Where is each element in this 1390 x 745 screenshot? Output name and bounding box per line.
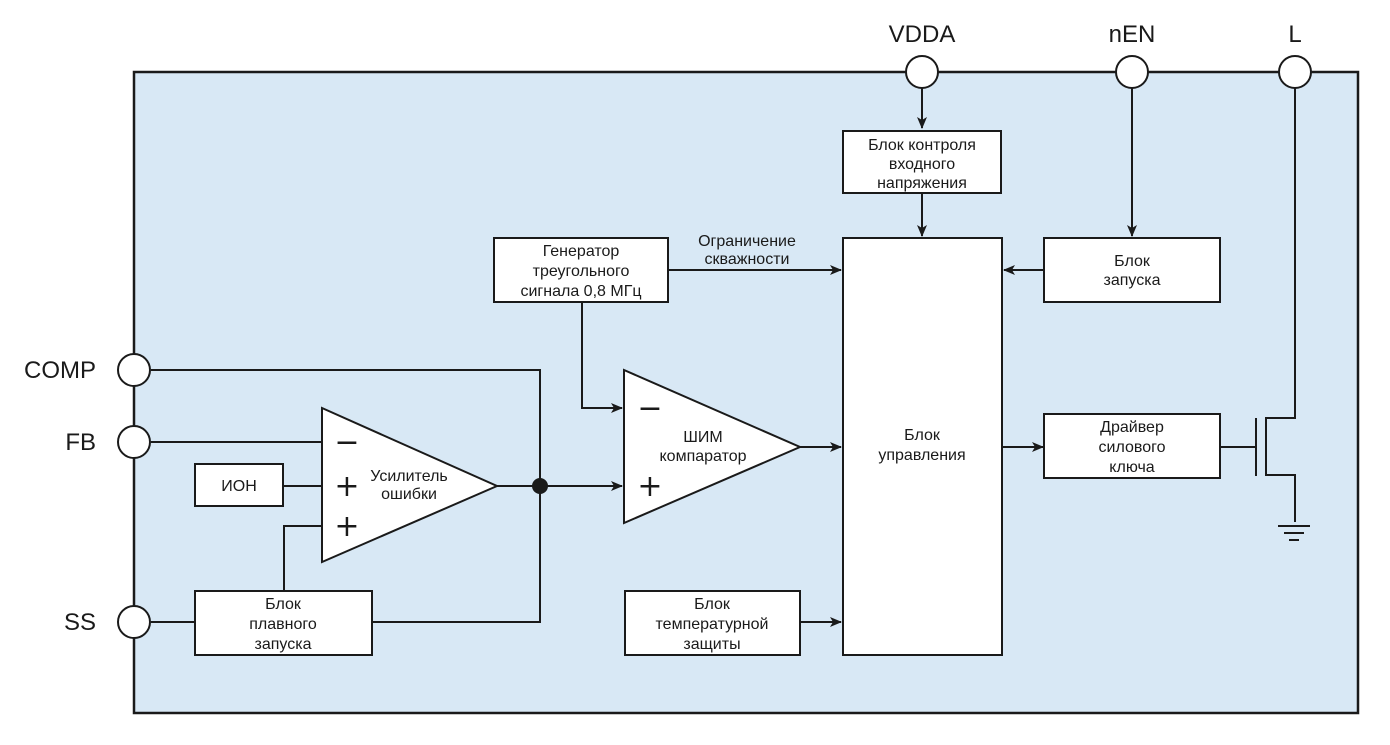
- junction-dot: [532, 478, 548, 494]
- svg-text:Блок контроля: Блок контроля: [868, 137, 976, 154]
- svg-text:компаратор: компаратор: [659, 448, 746, 465]
- block-control: Блок управления: [842, 237, 1003, 656]
- pin-l: [1278, 55, 1312, 89]
- wire-comp: [151, 369, 541, 623]
- pin-label-fb: FB: [65, 429, 96, 456]
- svg-text:напряжения: напряжения: [877, 175, 967, 192]
- svg-text:температурной: температурной: [656, 616, 769, 633]
- svg-text:ИОН: ИОН: [221, 478, 257, 495]
- pin-vdda: [905, 55, 939, 89]
- svg-text:скважности: скважности: [705, 251, 790, 268]
- svg-text:Блок: Блок: [1114, 253, 1151, 270]
- svg-text:управления: управления: [878, 447, 965, 464]
- pin-label-comp: COMP: [24, 357, 96, 384]
- wire-gen-pwm: [581, 302, 623, 413]
- plus-sign: +: [334, 509, 359, 544]
- svg-text:силового: силового: [1099, 439, 1166, 456]
- pwm-comparator: − + ШИМ компаратор: [623, 368, 803, 525]
- svg-text:ШИМ: ШИМ: [683, 429, 723, 446]
- svg-text:запуска: запуска: [255, 636, 312, 653]
- minus-sign: −: [637, 391, 662, 426]
- svg-text:Ограничение: Ограничение: [698, 233, 796, 250]
- svg-text:Генератор: Генератор: [543, 243, 620, 260]
- svg-text:ключа: ключа: [1109, 459, 1155, 476]
- svg-text:Блок: Блок: [904, 427, 941, 444]
- svg-text:входного: входного: [889, 156, 955, 173]
- svg-text:ошибки: ошибки: [381, 486, 437, 503]
- block-soft-start: Блок плавного запуска: [194, 590, 373, 656]
- wire-l-switch: [1265, 88, 1296, 522]
- pin-nen: [1115, 55, 1149, 89]
- wire-softstart-amp: [283, 525, 322, 590]
- pin-label-l: L: [1288, 21, 1301, 48]
- block-startup: Блок запуска: [1043, 237, 1221, 303]
- svg-text:Усилитель: Усилитель: [370, 468, 448, 485]
- block-input-monitor: Блок контроля входного напряжения: [842, 130, 1002, 194]
- pin-label-ss: SS: [64, 609, 96, 636]
- pin-label-vdda: VDDA: [889, 21, 956, 48]
- svg-text:защиты: защиты: [683, 636, 740, 653]
- pin-comp: [117, 353, 151, 387]
- block-driver: Драйвер силового ключа: [1043, 413, 1221, 479]
- pin-ss: [117, 605, 151, 639]
- pin-fb: [117, 425, 151, 459]
- block-triangle-generator: Генератор треугольного сигнала 0,8 МГц: [493, 237, 669, 303]
- svg-text:плавного: плавного: [249, 616, 317, 633]
- block-reference: ИОН: [194, 463, 284, 507]
- duty-limit-label: Ограничение скважности: [698, 233, 796, 268]
- pin-label-nen: nEN: [1109, 21, 1156, 48]
- error-amplifier: − + + Усилитель ошибки: [321, 406, 500, 564]
- minus-sign: −: [334, 425, 359, 460]
- plus-sign: +: [637, 469, 662, 504]
- svg-text:Блок: Блок: [265, 596, 302, 613]
- block-thermal: Блок температурной защиты: [624, 590, 801, 656]
- svg-text:Блок: Блок: [694, 596, 731, 613]
- svg-text:запуска: запуска: [1104, 272, 1161, 289]
- ground-icon: [1278, 525, 1310, 541]
- svg-text:треугольного: треугольного: [533, 263, 630, 280]
- svg-text:сигнала 0,8 МГц: сигнала 0,8 МГц: [520, 283, 641, 300]
- plus-sign: +: [334, 469, 359, 504]
- svg-text:Драйвер: Драйвер: [1100, 419, 1164, 436]
